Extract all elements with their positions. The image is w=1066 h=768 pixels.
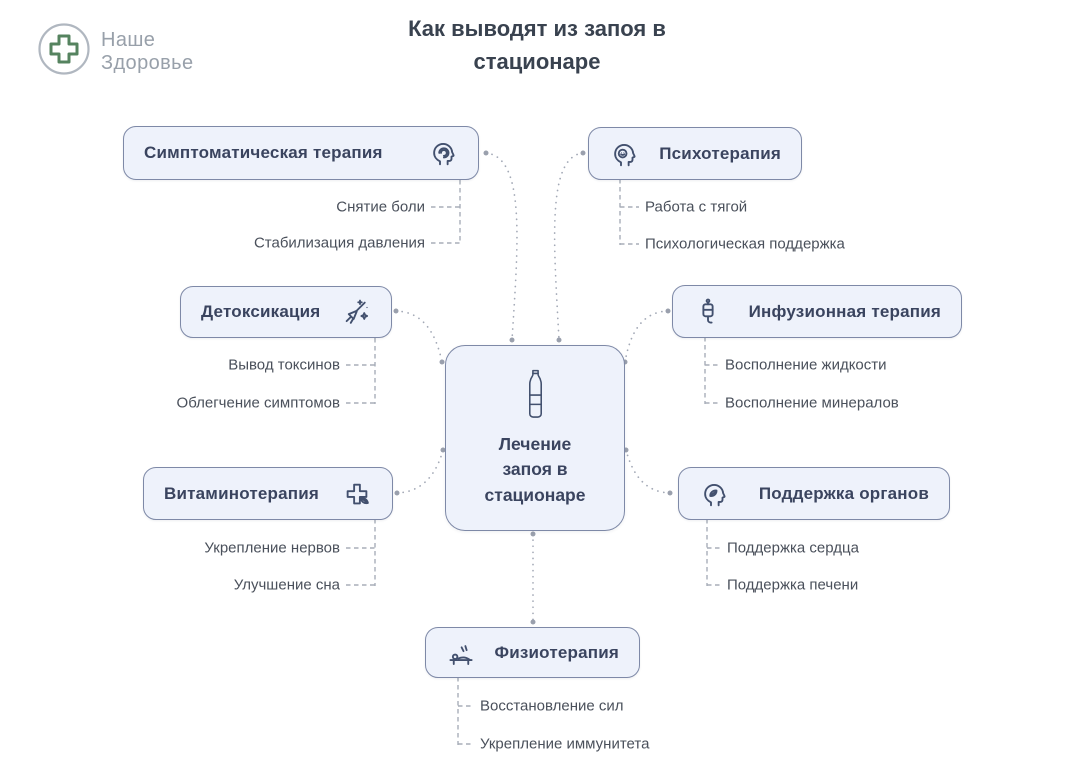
sub-item: Снятие боли [336, 198, 425, 216]
branch-node-physiotherapy: Физиотерапия [425, 627, 640, 678]
sub-item: Восполнение жидкости [725, 356, 887, 374]
sub-item: Поддержка печени [727, 576, 859, 594]
medical-cross-logo-icon [36, 21, 92, 82]
sub-item: Восстановление сил [480, 697, 624, 715]
brand-name-line1: Наше [101, 28, 156, 51]
connector-vitamins [396, 449, 444, 494]
sub-item: Психологическая поддержка [645, 235, 845, 253]
sub-item: Поддержка сердца [727, 539, 859, 557]
connector-organs [625, 449, 671, 494]
sub-item-connectors [346, 179, 721, 745]
central-node-label: Лечение запоя в стационаре [484, 433, 586, 505]
branch-label: Витаминотерапия [164, 483, 320, 503]
branch-node-organ-support: Поддержка органов [678, 467, 950, 520]
sub-item: Работа с тягой [645, 198, 748, 216]
page-title-line1: Как выводят из запоя в [408, 16, 666, 41]
branch-node-symptomatic-therapy: Симптоматическая терапия [123, 126, 479, 180]
page-title: Как выводят из запоя в стационаре [333, 12, 741, 78]
broom-sparkles-icon [341, 297, 371, 327]
sub-item: Вывод токсинов [228, 356, 340, 374]
connector-symptomatic [485, 152, 518, 341]
sub-item: Облегчение симптомов [176, 394, 340, 412]
center-branch-connectors [395, 152, 671, 623]
branch-label: Психотерапия [659, 143, 781, 163]
dizzy-head-icon [428, 138, 458, 168]
sub-item: Восполнение минералов [725, 394, 899, 412]
central-node-treatment: Лечение запоя в стационаре [445, 345, 625, 531]
branch-node-vitamin-therapy: Витаминотерапия [143, 467, 393, 520]
sub-item: Улучшение сна [233, 576, 340, 594]
head-leaf-icon [699, 479, 729, 509]
branch-label: Детоксикация [201, 302, 321, 321]
sub-item: Укрепление иммунитета [480, 735, 650, 753]
sub-item: Стабилизация давления [253, 234, 425, 252]
connector-detox [395, 310, 443, 363]
smiling-head-icon [609, 139, 639, 169]
page-title-line2: стационаре [473, 49, 601, 74]
branch-node-psychotherapy: Психотерапия [588, 127, 802, 180]
brand-logo: Наше Здоровье [36, 21, 194, 82]
branch-node-infusion-therapy: Инфузионная терапия [672, 285, 962, 338]
bottle-icon [522, 368, 549, 420]
connector-infusion [624, 310, 669, 363]
branch-label: Инфузионная терапия [748, 301, 941, 321]
connector-psychotherapy [553, 152, 584, 341]
branch-node-detox: Детоксикация [180, 286, 392, 338]
branch-label: Поддержка органов [758, 483, 929, 503]
branch-label: Физиотерапия [494, 642, 619, 662]
brand-name: Наше Здоровье [101, 29, 194, 75]
iv-drip-icon [693, 297, 723, 327]
branch-label: Симптоматическая терапия [144, 143, 383, 162]
medical-cross-leaf-icon [342, 479, 372, 509]
brand-name-line2: Здоровье [101, 51, 194, 74]
sub-item: Укрепление нервов [204, 539, 340, 557]
massage-table-icon [446, 638, 476, 668]
